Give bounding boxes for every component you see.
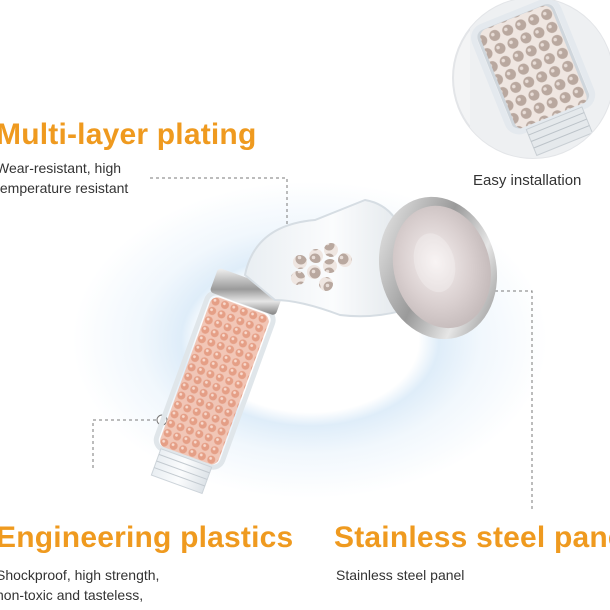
easy-installation-caption: Easy installation [473, 172, 582, 189]
multilayer-plating-desc: Wear-resistant, high temperature resista… [0, 160, 129, 196]
stainless-panel-title: Stainless steel panel [334, 521, 610, 554]
engineering-plastics-desc: Shockproof, high strength, non-toxic and… [0, 567, 194, 610]
stainless-panel-desc: Stainless steel panel [336, 567, 465, 583]
engineering-plastics-title: Engineering plastics [0, 521, 294, 554]
filter-cartridge-detail-image [452, 0, 610, 159]
multilayer-plating-title: Multi-layer plating [0, 118, 257, 151]
shower-head-image [150, 196, 498, 495]
